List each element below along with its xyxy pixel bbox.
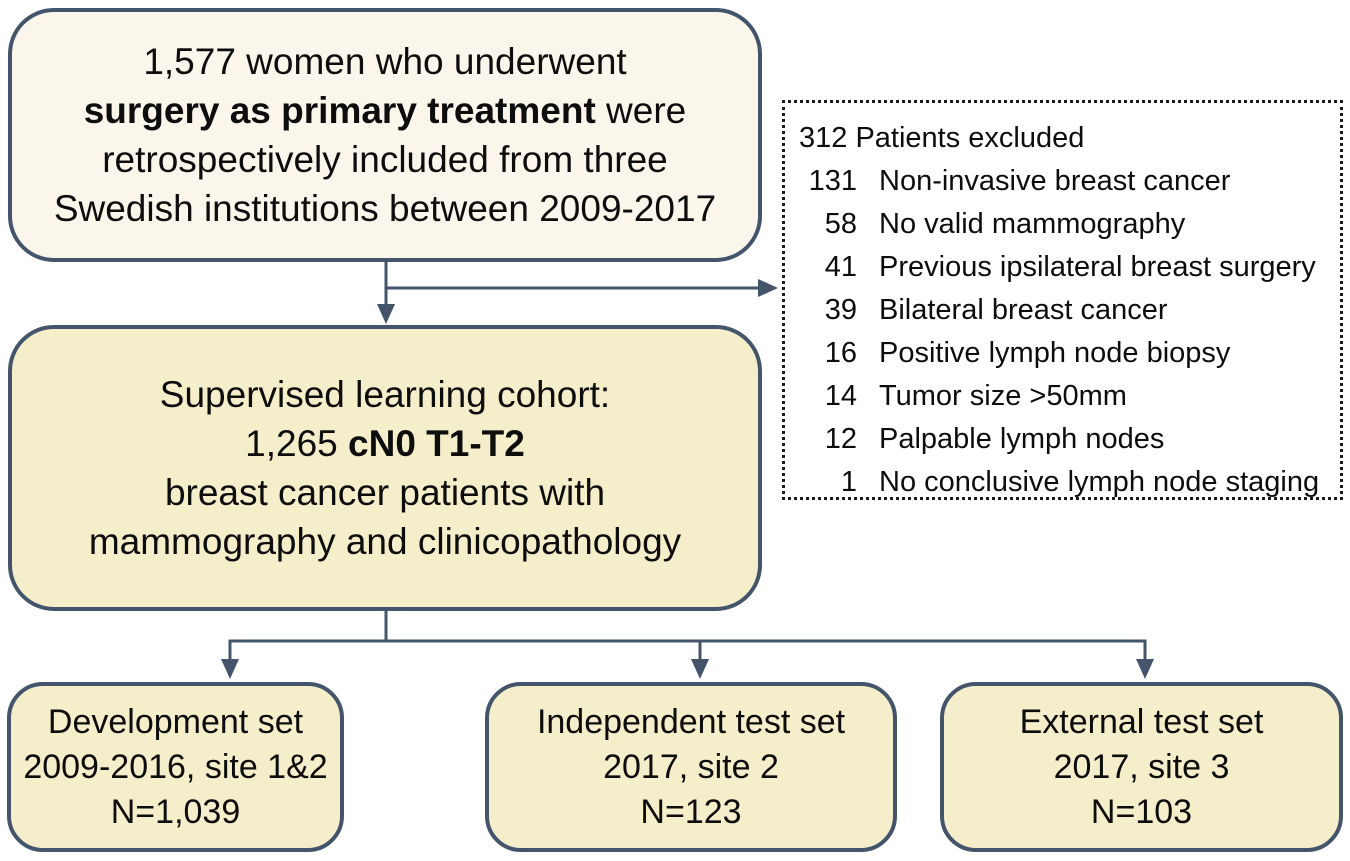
exclusion-label: Previous ipsilateral breast surgery xyxy=(879,251,1316,283)
exclusion-item: 1 No conclusive lymph node staging xyxy=(799,461,1334,504)
cohort-line-1: Supervised learning cohort: xyxy=(159,374,611,415)
exclusion-label: Palpable lymph nodes xyxy=(879,423,1165,455)
inclusion-line-2-bold: surgery as primary treatment xyxy=(83,90,596,131)
inclusion-line-3: retrospectively included from three xyxy=(102,139,668,180)
exclusion-item: 131 Non-invasive breast cancer xyxy=(799,160,1334,203)
arrowhead-down-icon xyxy=(221,659,239,679)
arrowhead-down-icon xyxy=(1136,659,1154,679)
exclusion-item: 16 Positive lymph node biopsy xyxy=(799,332,1334,375)
exclusion-count: 41 xyxy=(824,251,857,283)
exclusion-label: No conclusive lymph node staging xyxy=(879,466,1320,498)
cohort-box: Supervised learning cohort: 1,265 cN0 T1… xyxy=(8,325,762,611)
exclusion-header: 312 Patients excluded xyxy=(799,122,1085,154)
exclusion-count: 58 xyxy=(824,208,857,240)
arrowhead-down-icon xyxy=(691,659,709,679)
exclusion-count: 39 xyxy=(824,294,857,326)
external-test-set-period: 2017, site 3 xyxy=(1053,747,1230,786)
development-set-box: Development set 2009-2016, site 1&2 N=1,… xyxy=(7,682,344,852)
exclusion-item: 12 Palpable lymph nodes xyxy=(799,418,1334,461)
independent-test-set-count: N=123 xyxy=(640,792,742,831)
independent-test-set-box: Independent test set 2017, site 2 N=123 xyxy=(485,682,897,852)
inclusion-box: 1,577 women who underwent surgery as pri… xyxy=(8,8,762,262)
development-set-count: N=1,039 xyxy=(110,792,241,831)
development-set-period: 2009-2016, site 1&2 xyxy=(23,747,328,786)
exclusion-label: Bilateral breast cancer xyxy=(879,294,1168,326)
external-test-set-count: N=103 xyxy=(1090,792,1193,831)
exclusion-item: 14 Tumor size >50mm xyxy=(799,375,1334,418)
inclusion-line-2: surgery as primary treatment were xyxy=(12,86,758,135)
exclusion-item: 58 No valid mammography xyxy=(799,203,1334,246)
exclusion-count: 131 xyxy=(808,165,857,197)
inclusion-line-2-rest: were xyxy=(595,90,687,131)
inclusion-line-1: 1,577 women who underwent xyxy=(143,41,627,82)
exclusion-count: 1 xyxy=(840,466,857,498)
exclusion-item: 39 Bilateral breast cancer xyxy=(799,289,1334,332)
independent-test-set-period: 2017, site 2 xyxy=(603,747,779,786)
cohort-line-4: mammography and clinicopathology xyxy=(88,521,682,562)
exclusion-label: Non-invasive breast cancer xyxy=(879,165,1231,197)
arrowhead-right-icon xyxy=(758,279,778,297)
external-test-set-box: External test set 2017, site 3 N=103 xyxy=(940,682,1343,852)
exclusion-count: 12 xyxy=(824,423,857,455)
exclusion-box: 312 Patients excluded 131 Non-invasive b… xyxy=(782,100,1343,500)
exclusion-label: No valid mammography xyxy=(879,208,1186,240)
external-test-set-title: External test set xyxy=(1019,702,1264,741)
exclusion-label: Positive lymph node biopsy xyxy=(879,337,1231,369)
cohort-line-3: breast cancer patients with xyxy=(164,472,606,513)
inclusion-line-4: Swedish institutions between 2009-2017 xyxy=(53,188,717,229)
arrowhead-down-icon xyxy=(377,304,395,324)
independent-test-set-title: Independent test set xyxy=(536,702,846,741)
cohort-line-2-bold: cN0 T1-T2 xyxy=(348,423,525,464)
exclusion-item: 41 Previous ipsilateral breast surgery xyxy=(799,246,1334,289)
exclusion-count: 14 xyxy=(824,380,857,412)
development-set-title: Development set xyxy=(47,702,304,741)
cohort-line-2-pre: 1,265 xyxy=(245,423,349,464)
cohort-line-2: 1,265 cN0 T1-T2 xyxy=(12,419,758,468)
exclusion-count: 16 xyxy=(824,337,857,369)
exclusion-label: Tumor size >50mm xyxy=(879,380,1127,412)
